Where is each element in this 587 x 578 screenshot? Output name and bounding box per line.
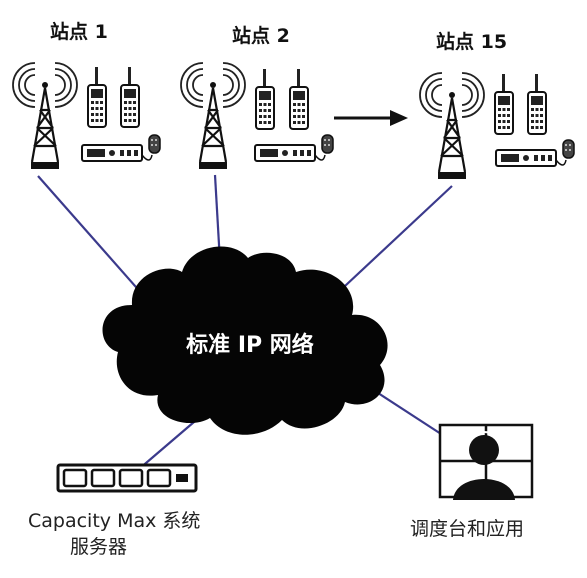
mobile-radio-icon [81, 134, 161, 162]
site-1-label: 站点 1 [50, 20, 108, 43]
network-label: 标准 IP 网络 [186, 332, 314, 358]
dispatch-console: 调度台和应用 [410, 423, 534, 540]
site-2: 站点 2 [179, 24, 334, 171]
ip-network-cloud: 标准 IP 网络 [102, 246, 388, 435]
dispatcher-console-icon [438, 423, 534, 500]
site-2-label: 站点 2 [232, 24, 290, 47]
server-label-line1: Capacity Max 系统 [28, 510, 200, 532]
site-15: 站点 15 [418, 30, 575, 181]
handheld-radio-icon [494, 73, 514, 135]
mobile-radio-icon [254, 134, 334, 162]
server: Capacity Max 系统 服务器 [28, 463, 200, 558]
radio-tower-icon [11, 61, 79, 171]
handheld-radio-icon [120, 66, 140, 128]
site-1: 站点 1 [11, 20, 161, 171]
handheld-radio-icon [255, 68, 275, 130]
handheld-radio-icon [87, 66, 107, 128]
dispatch-label: 调度台和应用 [410, 518, 524, 540]
link-site15 [329, 185, 453, 301]
handheld-radio-icon [289, 68, 309, 130]
site-15-label: 站点 15 [436, 30, 507, 53]
handheld-radio-icon [527, 73, 547, 135]
radio-tower-icon [179, 61, 247, 171]
mobile-radio-icon [495, 139, 575, 167]
arrow-right-icon [334, 110, 408, 126]
server-icon [56, 463, 198, 493]
radio-tower-icon [418, 71, 486, 181]
server-label-line2: 服务器 [70, 536, 127, 558]
